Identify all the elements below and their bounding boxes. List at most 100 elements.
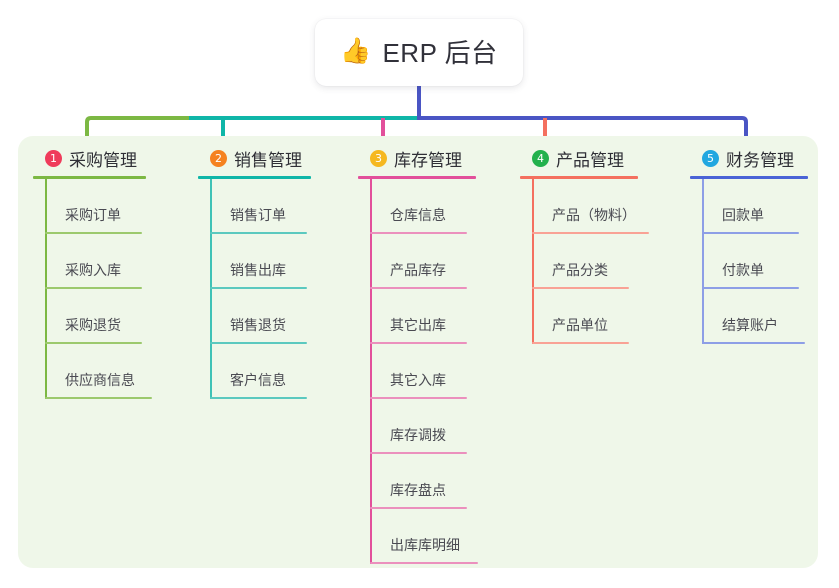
branch-title-4: 产品管理	[556, 150, 624, 170]
list-item[interactable]: 产品（物料）	[520, 179, 680, 234]
leaf-label: 销售出库	[230, 262, 286, 278]
branch-rule-5	[690, 176, 808, 179]
leaf-label: 出库库明细	[390, 537, 460, 553]
leaf-rule	[45, 287, 142, 289]
leaf-label: 仓库信息	[390, 207, 446, 223]
list-item[interactable]: 采购订单	[33, 179, 183, 234]
list-item[interactable]: 其它入库	[358, 344, 508, 399]
thumbs-up-icon: 👍	[340, 37, 372, 65]
list-item[interactable]: 销售出库	[198, 234, 348, 289]
leaf-rule	[370, 562, 478, 564]
leaf-label: 采购退货	[65, 317, 121, 333]
list-item[interactable]: 结算账户	[690, 289, 839, 344]
branch-items-2: 销售订单 销售出库 销售退货 客户信息	[198, 179, 348, 399]
list-item[interactable]: 出库库明细	[358, 509, 508, 564]
leaf-label: 产品单位	[552, 317, 608, 333]
branch-items-1: 采购订单 采购入库 采购退货 供应商信息	[33, 179, 183, 399]
leaf-label: 结算账户	[722, 317, 778, 333]
leaf-rule	[370, 452, 467, 454]
leaf-label: 销售退货	[230, 317, 286, 333]
list-item[interactable]: 销售退货	[198, 289, 348, 344]
branch-items-5: 回款单 付款单 结算账户	[690, 179, 839, 344]
leaf-rule	[702, 342, 805, 344]
leaf-rule	[210, 287, 307, 289]
leaf-label: 销售订单	[230, 207, 286, 223]
branch-header-5[interactable]: 5 财务管理	[690, 146, 839, 170]
branch-title-5: 财务管理	[726, 150, 794, 170]
leaf-label: 库存调拨	[390, 427, 446, 443]
branch-title-1: 采购管理	[69, 150, 137, 170]
list-item[interactable]: 付款单	[690, 234, 839, 289]
leaf-rule	[45, 397, 152, 399]
list-item[interactable]: 库存调拨	[358, 399, 508, 454]
branch-spine-5	[702, 179, 704, 344]
branch-spine-1	[45, 179, 47, 399]
list-item[interactable]: 供应商信息	[33, 344, 183, 399]
list-item[interactable]: 销售订单	[198, 179, 348, 234]
list-item[interactable]: 采购入库	[33, 234, 183, 289]
branch-rule-4	[520, 176, 638, 179]
list-item[interactable]: 产品分类	[520, 234, 680, 289]
branch-badge-4: 4	[532, 149, 549, 167]
list-item[interactable]: 库存盘点	[358, 454, 508, 509]
leaf-rule	[532, 232, 649, 234]
branch-spine-4	[532, 179, 534, 344]
leaf-label: 客户信息	[230, 372, 286, 388]
branch-header-3[interactable]: 3 库存管理	[358, 146, 508, 170]
list-item[interactable]: 产品库存	[358, 234, 508, 289]
branch-column-4: 4 产品管理 产品（物料） 产品分类 产品单位	[520, 146, 680, 344]
list-item[interactable]: 其它出库	[358, 289, 508, 344]
list-item[interactable]: 回款单	[690, 179, 839, 234]
leaf-label: 产品库存	[390, 262, 446, 278]
branch-badge-1: 1	[45, 149, 62, 167]
leaf-label: 付款单	[722, 262, 764, 278]
leaf-label: 采购订单	[65, 207, 121, 223]
branch-column-3: 3 库存管理 仓库信息 产品库存 其它出库 其它入库 库存调拨	[358, 146, 508, 564]
branch-rule-2	[198, 176, 311, 179]
list-item[interactable]: 仓库信息	[358, 179, 508, 234]
leaf-rule	[702, 287, 799, 289]
leaf-rule	[370, 507, 467, 509]
leaf-rule	[370, 287, 467, 289]
branch-header-2[interactable]: 2 销售管理	[198, 146, 348, 170]
leaf-rule	[210, 397, 307, 399]
leaf-rule	[370, 232, 467, 234]
leaf-label: 产品分类	[552, 262, 608, 278]
leaf-rule	[702, 232, 799, 234]
branch-badge-5: 5	[702, 149, 719, 167]
leaf-label: 供应商信息	[65, 372, 135, 388]
branch-header-1[interactable]: 1 采购管理	[33, 146, 183, 170]
branch-items-4: 产品（物料） 产品分类 产品单位	[520, 179, 680, 344]
branch-badge-2: 2	[210, 149, 227, 167]
branch-title-3: 库存管理	[394, 150, 462, 170]
branch-column-1: 1 采购管理 采购订单 采购入库 采购退货 供应商信息	[33, 146, 183, 399]
leaf-rule	[45, 342, 142, 344]
list-item[interactable]: 客户信息	[198, 344, 348, 399]
branch-badge-3: 3	[370, 149, 387, 167]
branch-rule-3	[358, 176, 476, 179]
branches-panel	[18, 136, 818, 568]
leaf-rule	[210, 232, 307, 234]
branch-spine-3	[370, 179, 372, 564]
leaf-label: 产品（物料）	[552, 207, 636, 223]
leaf-rule	[532, 342, 629, 344]
branch-header-4[interactable]: 4 产品管理	[520, 146, 680, 170]
root-node-content: 👍 ERP 后台	[340, 33, 497, 70]
list-item[interactable]: 产品单位	[520, 289, 680, 344]
leaf-rule	[210, 342, 307, 344]
root-node[interactable]: 👍 ERP 后台	[315, 19, 523, 86]
leaf-rule	[45, 232, 142, 234]
branch-spine-2	[210, 179, 212, 399]
branch-items-3: 仓库信息 产品库存 其它出库 其它入库 库存调拨 库存盘点	[358, 179, 508, 564]
branch-title-2: 销售管理	[234, 150, 302, 170]
leaf-rule	[370, 397, 467, 399]
branch-column-5: 5 财务管理 回款单 付款单 结算账户	[690, 146, 839, 344]
leaf-rule	[532, 287, 629, 289]
leaf-label: 采购入库	[65, 262, 121, 278]
leaf-label: 其它出库	[390, 317, 446, 333]
root-title: ERP 后台	[382, 38, 498, 68]
branch-rule-1	[33, 176, 146, 179]
branch-column-2: 2 销售管理 销售订单 销售出库 销售退货 客户信息	[198, 146, 348, 399]
list-item[interactable]: 采购退货	[33, 289, 183, 344]
